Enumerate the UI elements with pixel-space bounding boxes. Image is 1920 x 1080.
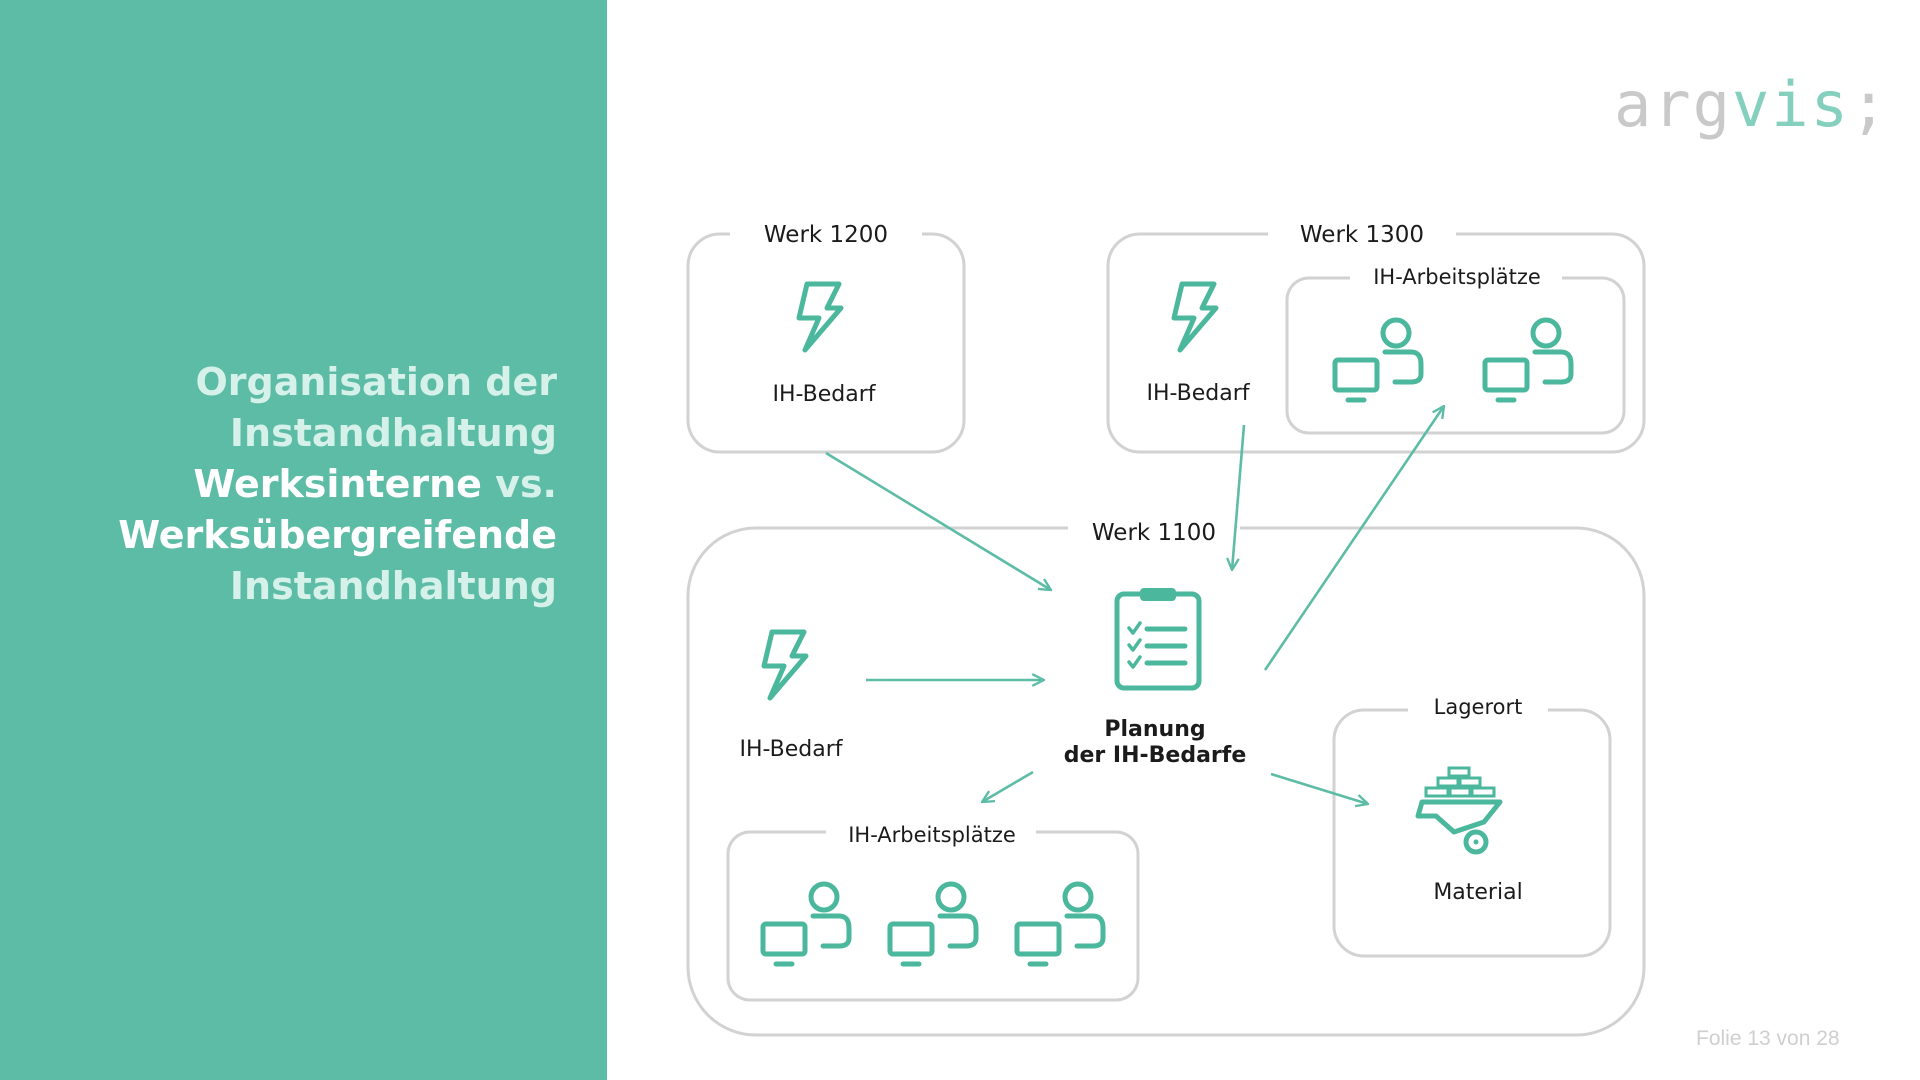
slide-title: Organisation der Instandhaltung Werksint… xyxy=(118,357,557,612)
arrow-planning-to-werk1300-workplaces xyxy=(1263,406,1444,671)
planning-label-line1: Planung xyxy=(1104,717,1205,742)
arrow-planning-to-storage xyxy=(1270,772,1368,804)
title-line-4: Werksübergreifende xyxy=(118,513,557,557)
title-line-5: Instandhaltung xyxy=(229,564,557,608)
storage-title: Lagerort xyxy=(1434,695,1523,719)
title-werksinterne: Werksinterne xyxy=(193,462,482,506)
title-line-2: Instandhaltung xyxy=(229,411,557,455)
werk-1100-workplaces-box: IH-Arbeitsplätze xyxy=(726,816,1140,1002)
arrow-werk1300-to-planning xyxy=(1232,424,1246,570)
title-line-3: Werksinterne vs. xyxy=(118,459,557,510)
werk-1300-workplaces-title: IH-Arbeitsplätze xyxy=(1373,265,1541,289)
werk-1100-workplaces-title: IH-Arbeitsplätze xyxy=(848,823,1016,847)
werk-1300-box: Werk 1300 IH-Bedarf IH-Arbeitsplätze xyxy=(1106,214,1646,454)
title-vs: vs. xyxy=(481,462,557,506)
arrow-planning-to-workplaces xyxy=(982,770,1034,802)
werk-1100-box: Werk 1100 IH-Bedarf Planung der IH-Bedar… xyxy=(686,508,1646,1037)
argvis-logo: argvis; xyxy=(1614,68,1890,141)
werk-1100-need-label: IH-Bedarf xyxy=(739,737,843,762)
werk-1300-need-label: IH-Bedarf xyxy=(1146,381,1250,406)
werk-1200-title: Werk 1200 xyxy=(764,222,888,248)
werk-1200-need-label: IH-Bedarf xyxy=(772,382,876,407)
werk-1300-workplaces-box: IH-Arbeitsplätze xyxy=(1285,262,1626,435)
werk-1300-title: Werk 1300 xyxy=(1300,222,1424,248)
planning-label-line2: der IH-Bedarfe xyxy=(1064,743,1247,768)
title-line-1: Organisation der xyxy=(195,360,557,404)
material-label: Material xyxy=(1433,880,1522,905)
flow-arrows xyxy=(825,406,1444,804)
left-accent-panel: Organisation der Instandhaltung Werksint… xyxy=(0,0,607,1080)
arrow-werk1200-to-planning xyxy=(825,451,1051,590)
werk-1200-box: Werk 1200 IH-Bedarf xyxy=(686,214,966,454)
slide-counter: Folie 13 von 28 xyxy=(1696,1027,1840,1050)
storage-box: Lagerort Material xyxy=(1332,692,1612,958)
werk-1100-title: Werk 1100 xyxy=(1092,520,1216,546)
